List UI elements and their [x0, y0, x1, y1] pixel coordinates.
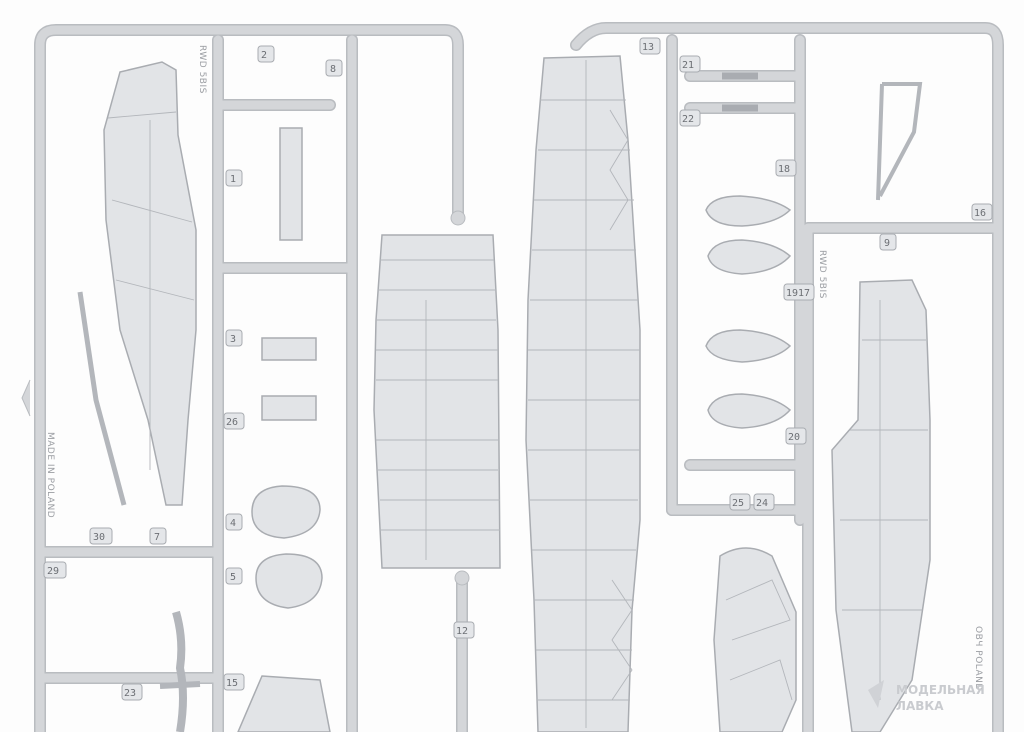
- label-25: 25: [732, 498, 744, 509]
- part-3: [261, 337, 317, 361]
- propeller: [172, 610, 187, 732]
- label-1: 1: [230, 174, 236, 185]
- part-5: [255, 553, 323, 609]
- part-15: [237, 675, 331, 732]
- label-24: 24: [756, 498, 768, 509]
- main-wing: [525, 55, 641, 732]
- cabane-strut: [876, 82, 923, 201]
- struts: [722, 72, 758, 112]
- watermark: МОДЕЛЬНАЯ ЛАВКА: [868, 680, 985, 713]
- label-18: 18: [778, 164, 790, 175]
- tail-plane: [373, 234, 501, 569]
- right-code-text: RWD 5BIS: [817, 250, 827, 299]
- label-9: 9: [884, 238, 890, 249]
- made-in-text: MADE IN POLAND: [45, 432, 55, 518]
- label-22: 22: [682, 114, 694, 125]
- part-4: [251, 485, 321, 539]
- right-sprue-frame: 13 21 22 18 16 9 1917 20 25 24 RWD 5BIS …: [525, 22, 1004, 732]
- label-2: 2: [261, 50, 267, 61]
- label-20: 20: [788, 432, 800, 443]
- wheel-fairing-3: [705, 329, 792, 363]
- wheel-fairing-1: [705, 195, 792, 227]
- part-26: [261, 395, 317, 421]
- left-code-text: RWD 5BIS: [197, 45, 207, 94]
- edge-text: ОВЧ POLAND: [973, 626, 983, 691]
- label-4: 4: [230, 518, 236, 529]
- part-1: [279, 127, 303, 241]
- rudder: [713, 547, 797, 732]
- label-1917: 1917: [786, 288, 810, 299]
- label-12: 12: [456, 626, 468, 637]
- label-26: 26: [226, 417, 238, 428]
- label-5: 5: [230, 572, 236, 583]
- label-23: 23: [124, 688, 136, 699]
- wheel-fairing-2: [707, 239, 792, 275]
- label-3: 3: [230, 334, 236, 345]
- label-13: 13: [642, 42, 654, 53]
- right-number-tags: 13 21 22 18 16 9 1917 20 25 24: [639, 37, 993, 511]
- wheel-fairing-4: [707, 393, 792, 429]
- label-15: 15: [226, 678, 238, 689]
- left-sprue-frame: 2 8 1 3 26 4 5 15 23 30 7 29 12 RWD: [21, 24, 501, 732]
- label-29: 29: [47, 566, 59, 577]
- label-8: 8: [330, 64, 336, 75]
- left-number-tags: 2 8 1 3 26 4 5 15 23 30 7 29 12: [43, 45, 475, 701]
- label-7: 7: [154, 532, 160, 543]
- label-21: 21: [682, 60, 694, 71]
- watermark-line1: МОДЕЛЬНАЯ: [896, 683, 985, 697]
- watermark-line2: ЛАВКА: [896, 699, 944, 713]
- label-16: 16: [974, 208, 986, 219]
- label-30: 30: [93, 532, 105, 543]
- fuselage-half-right: [831, 279, 931, 732]
- wing-strut: [77, 291, 127, 506]
